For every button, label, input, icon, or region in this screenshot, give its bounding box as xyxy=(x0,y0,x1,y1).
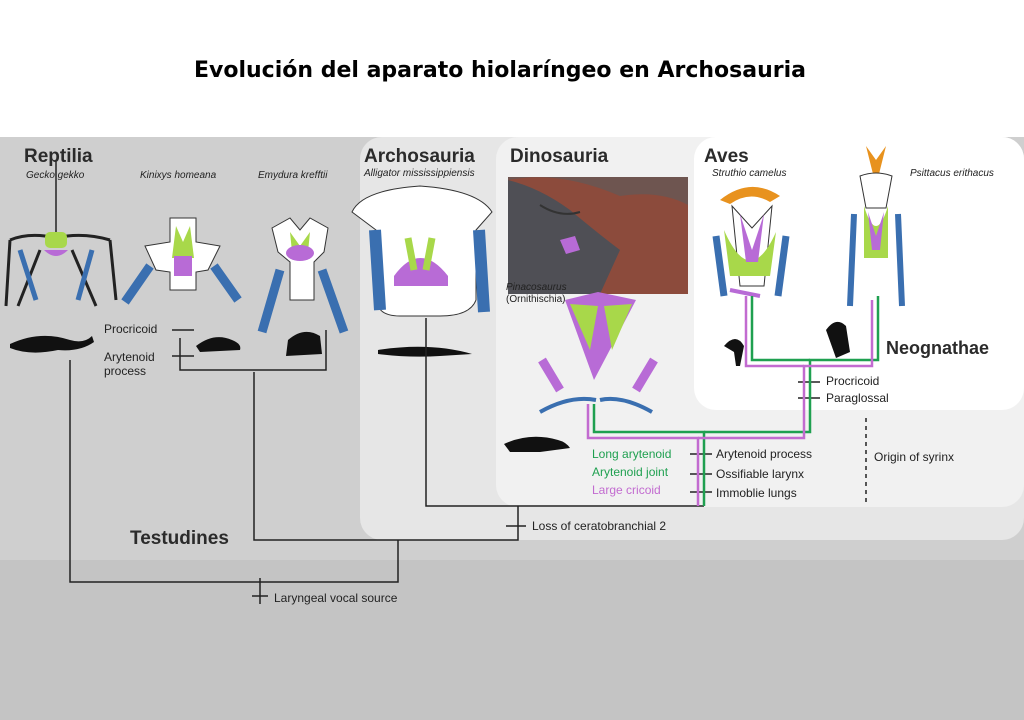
char-procricoid-neognathae: Procricoid xyxy=(826,374,880,388)
alligator-silhouette xyxy=(378,346,472,357)
pinacosaurus-silhouette xyxy=(504,436,570,452)
char-arytenoid-process-dino: Arytenoid process xyxy=(716,447,813,461)
char-ossifiable-larynx: Ossifiable larynx xyxy=(716,467,805,481)
clade-reptilia: Reptilia xyxy=(24,146,93,167)
colored-lines xyxy=(586,296,880,506)
gecko-hyoid xyxy=(4,160,118,307)
emydura-hyoid xyxy=(257,217,349,334)
gecko-silhouette xyxy=(10,335,94,353)
species-gecko: Gecko gekko xyxy=(26,170,85,181)
psittacus-hyoid xyxy=(847,146,905,307)
pinacosaurus-larynx xyxy=(538,292,658,414)
char-procricoid-testudines: Procricoid xyxy=(104,322,158,336)
struthio-hyoid xyxy=(712,186,790,298)
char-large-cricoid: Large cricoid xyxy=(592,483,661,497)
ostrich-silhouette xyxy=(724,339,744,366)
clade-dinosauria: Dinosauria xyxy=(510,146,609,167)
char-arytenoid-1: Arytenoid xyxy=(104,350,155,364)
emydura-silhouette xyxy=(286,331,322,356)
char-long-arytenoid: Long arytenoid xyxy=(592,447,672,461)
parrot-silhouette xyxy=(826,321,850,358)
species-psittacus: Psittacus erithacus xyxy=(910,168,994,179)
char-arytenoid-joint: Arytenoid joint xyxy=(592,465,669,479)
char-paraglossal: Paraglossal xyxy=(826,391,889,405)
char-loss-ceratobranchial: Loss of ceratobranchial 2 xyxy=(532,519,667,533)
char-arytenoid-2: process xyxy=(104,364,147,378)
char-immobile-lungs: Immoblie lungs xyxy=(716,486,797,500)
species-pinacosaurus: Pinacosaurus xyxy=(506,282,567,293)
lower-background xyxy=(0,560,1024,720)
animal-silhouettes xyxy=(10,321,850,452)
pinacosaurus-photo xyxy=(508,177,688,294)
species-struthio: Struthio camelus xyxy=(712,168,787,179)
clade-testudines: Testudines xyxy=(130,528,229,549)
species-kinixys: Kinixys homeana xyxy=(140,170,217,181)
kinixys-hyoid xyxy=(121,217,242,305)
species-emydura: Emydura krefftii xyxy=(258,170,328,181)
page-title: Evolución del aparato hiolaríngeo en Arc… xyxy=(194,58,806,83)
clade-neognathae: Neognathae xyxy=(886,338,990,358)
clade-archosauria: Archosauria xyxy=(364,146,475,167)
species-ornithischia: (Ornithischia) xyxy=(506,294,566,305)
char-origin-syrinx: Origin of syrinx xyxy=(874,450,955,464)
clade-aves: Aves xyxy=(704,146,749,167)
kinixys-silhouette xyxy=(196,337,241,352)
char-laryngeal-vocal-source: Laryngeal vocal source xyxy=(274,591,398,605)
species-alligator: Alligator mississippiensis xyxy=(364,168,475,179)
tree-lines xyxy=(69,318,867,604)
alligator-hyoid xyxy=(351,185,493,317)
